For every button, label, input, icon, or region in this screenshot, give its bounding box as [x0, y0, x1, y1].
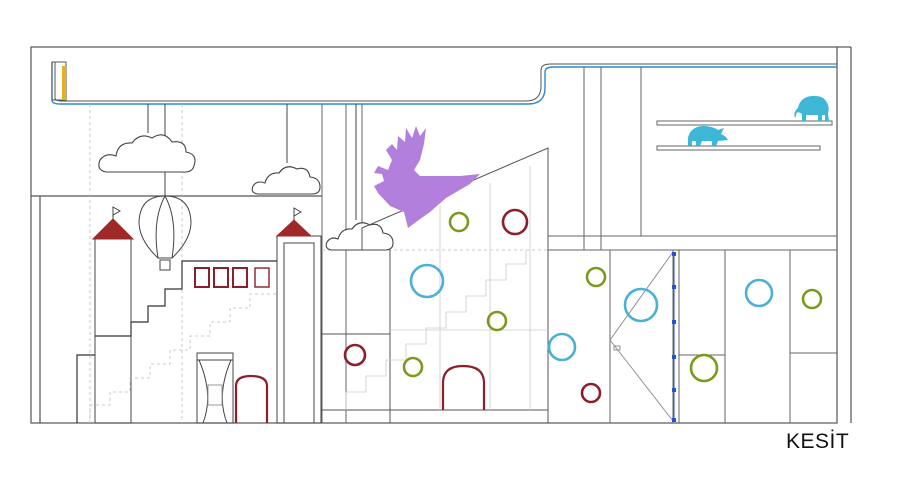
moose-icon	[374, 126, 480, 228]
rhino-icon	[688, 126, 728, 146]
curtain-door	[196, 352, 234, 424]
ring-hold	[448, 211, 470, 233]
hot-air-balloon	[138, 195, 192, 271]
castle-tower-right	[275, 207, 322, 424]
outer-frame	[30, 46, 852, 424]
climbing-wall-grid	[390, 166, 548, 410]
castle-windows	[194, 267, 270, 288]
ring-hold	[801, 288, 823, 310]
arch-door-left	[234, 374, 269, 423]
cloud-icon	[98, 134, 394, 251]
ring-hold	[501, 208, 529, 236]
arch-door-middle	[441, 364, 486, 410]
ring-hold	[744, 278, 774, 308]
ring-hold	[585, 266, 607, 288]
wall-lines	[321, 67, 837, 423]
ring-hold	[486, 310, 508, 332]
climbing-holds	[343, 208, 823, 404]
door-hinges	[672, 252, 676, 422]
ring-hold	[409, 263, 445, 299]
ceiling-soffit	[51, 61, 837, 105]
staircase-middle-dashed	[345, 250, 527, 410]
ring-hold	[343, 343, 367, 367]
staircase-left-dashed	[89, 293, 277, 423]
ring-hold	[402, 356, 424, 378]
ring-hold	[547, 332, 577, 362]
right-lower-walls	[609, 250, 837, 423]
ring-hold	[689, 353, 719, 383]
section-label: KESİT	[786, 430, 850, 453]
ring-hold	[580, 382, 602, 404]
elephant-icon	[794, 95, 829, 121]
castle-tower-left	[91, 206, 135, 424]
ring-hold	[623, 287, 659, 323]
climbing-wall	[322, 147, 549, 423]
staircase-left	[76, 260, 277, 423]
shelves	[656, 120, 833, 151]
door-swing	[609, 251, 674, 422]
